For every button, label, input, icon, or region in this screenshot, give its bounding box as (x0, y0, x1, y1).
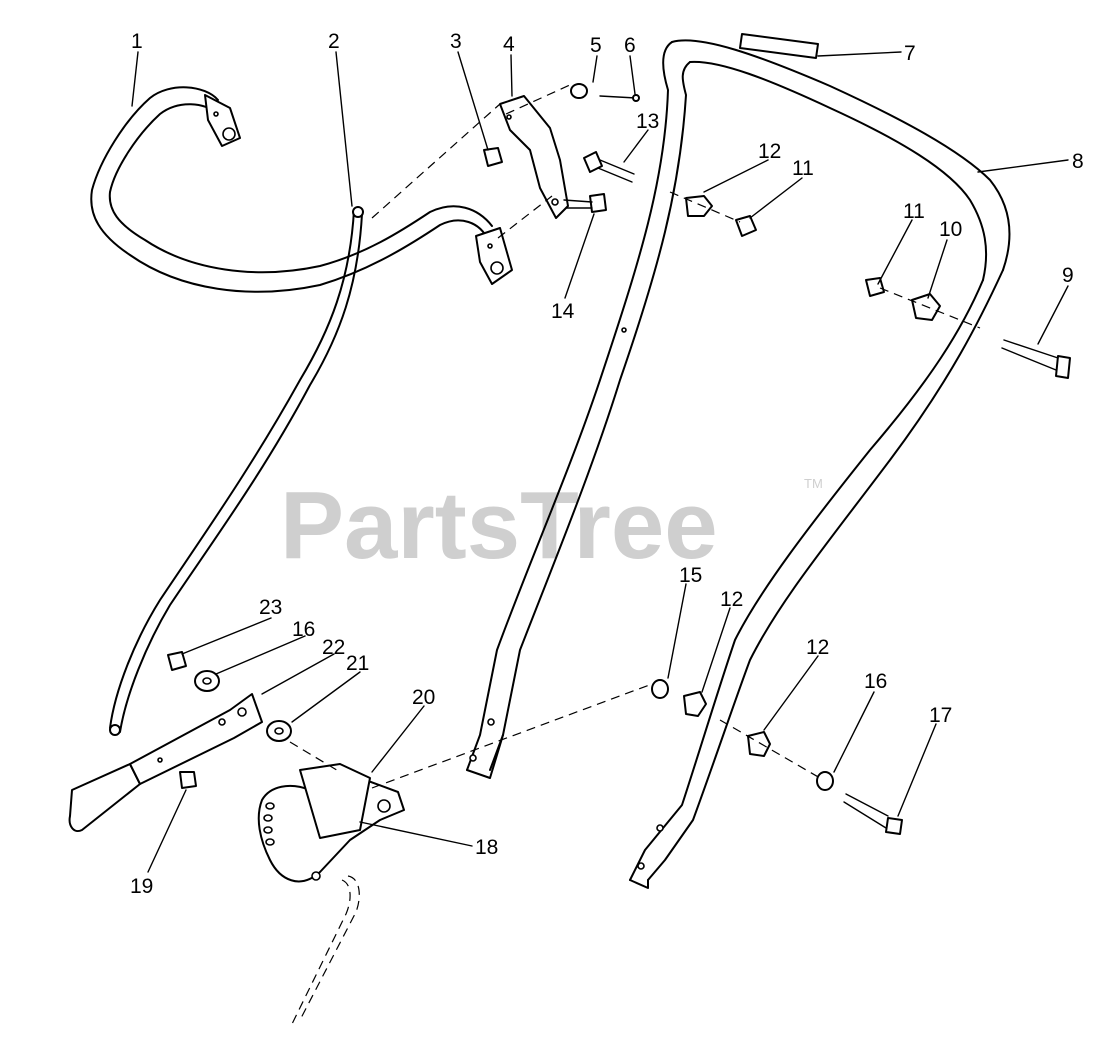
bolt-9-head (1055, 355, 1071, 379)
bracket-hole (506, 114, 512, 120)
pin-head (632, 94, 640, 102)
washer-hole (274, 727, 284, 735)
bail-hole (490, 261, 504, 275)
bolt-14-shank (563, 199, 593, 209)
bail-hole (213, 111, 219, 117)
lever-assembly (68, 651, 292, 832)
bail-hole (487, 243, 493, 249)
alignment-lines (289, 83, 981, 789)
callout-10: 10 (939, 218, 962, 241)
quadrant-slot (265, 802, 275, 810)
callout-20: 20 (412, 686, 435, 709)
callout-8: 8 (1072, 150, 1084, 173)
callout-7: 7 (904, 42, 916, 65)
washer-15 (651, 679, 669, 699)
washer-16-right (816, 771, 834, 791)
watermark-text: PartsTree (280, 472, 718, 579)
quadrant-hole (377, 799, 391, 813)
lever-hole (237, 707, 247, 717)
spacer-12-mid (683, 691, 707, 717)
quadrant-plate (257, 763, 405, 1025)
callout-11-upper: 11 (792, 157, 814, 180)
callout-17: 17 (929, 704, 952, 727)
callout-12-upper: 12 (758, 140, 781, 163)
quadrant-hole (311, 871, 321, 881)
bail-end-right (475, 227, 513, 285)
quadrant-slot (265, 838, 275, 846)
bail-bar (90, 86, 513, 293)
callout-22: 22 (322, 636, 345, 659)
quadrant-bracket (299, 763, 371, 839)
callout-5: 5 (590, 34, 602, 57)
callout-11-right: 11 (903, 200, 925, 223)
lever-grip (68, 763, 141, 832)
callout-21: 21 (346, 652, 369, 675)
callout-12-mid: 12 (720, 588, 743, 611)
bolt-17-shank (843, 793, 889, 829)
watermark-trademark: TM (804, 476, 823, 491)
rod-end (109, 724, 121, 736)
callout-14: 14 (551, 300, 575, 323)
callout-3: 3 (450, 30, 462, 53)
rod-end (352, 206, 364, 218)
callout-9: 9 (1062, 264, 1074, 287)
handle-hole (621, 327, 627, 333)
callout-16-right: 16 (864, 670, 887, 693)
nut-19 (179, 771, 197, 789)
nut-11-upper (735, 215, 757, 237)
watermark: PartsTree TM (280, 472, 823, 579)
bolt-13-shank (597, 159, 635, 183)
callout-13: 13 (636, 110, 659, 133)
bolt-9-shank (1001, 339, 1059, 371)
handle-hole (469, 754, 477, 762)
callout-18: 18 (475, 836, 498, 859)
callout-1: 1 (131, 30, 143, 53)
spacer-12-lower (747, 731, 771, 757)
bolt-17-head (885, 817, 903, 835)
nut-3 (483, 147, 503, 167)
bracket-hole (551, 198, 559, 206)
callout-15: 15 (679, 564, 702, 587)
bail-bracket (499, 95, 569, 219)
callout-2: 2 (328, 30, 340, 53)
bail-end-left (204, 94, 241, 147)
callout-23: 23 (259, 596, 282, 619)
bolt-14-head (589, 193, 607, 213)
callout-4: 4 (503, 33, 515, 56)
callout-12-lower: 12 (806, 636, 829, 659)
hardware (483, 83, 1071, 835)
handle-hole (637, 862, 645, 870)
washer-5 (570, 83, 588, 99)
nut-23 (167, 651, 187, 671)
callout-labels: 1 2 3 4 5 6 7 8 9 10 11 11 12 12 12 13 1… (130, 30, 1084, 898)
quadrant-slot (263, 826, 273, 834)
lever-hole (218, 718, 226, 726)
lever-hole (157, 757, 163, 763)
spacer-12-upper (685, 195, 713, 217)
pin-6 (599, 95, 637, 99)
handle-hole (656, 824, 664, 832)
callout-19: 19 (130, 875, 153, 898)
control-rod (109, 206, 364, 736)
callout-16-left: 16 (292, 618, 315, 641)
bolt-13-head (583, 151, 603, 173)
nut-11-right (865, 277, 885, 297)
lever-arm (129, 693, 263, 785)
callout-6: 6 (624, 34, 636, 57)
handle-grip (739, 33, 819, 59)
bail-hole (222, 127, 236, 141)
leader-lines (131, 51, 1069, 873)
quadrant-slot (263, 814, 273, 822)
washer-hole (202, 677, 212, 685)
handle-hole (487, 718, 495, 726)
main-handle (466, 33, 1011, 889)
